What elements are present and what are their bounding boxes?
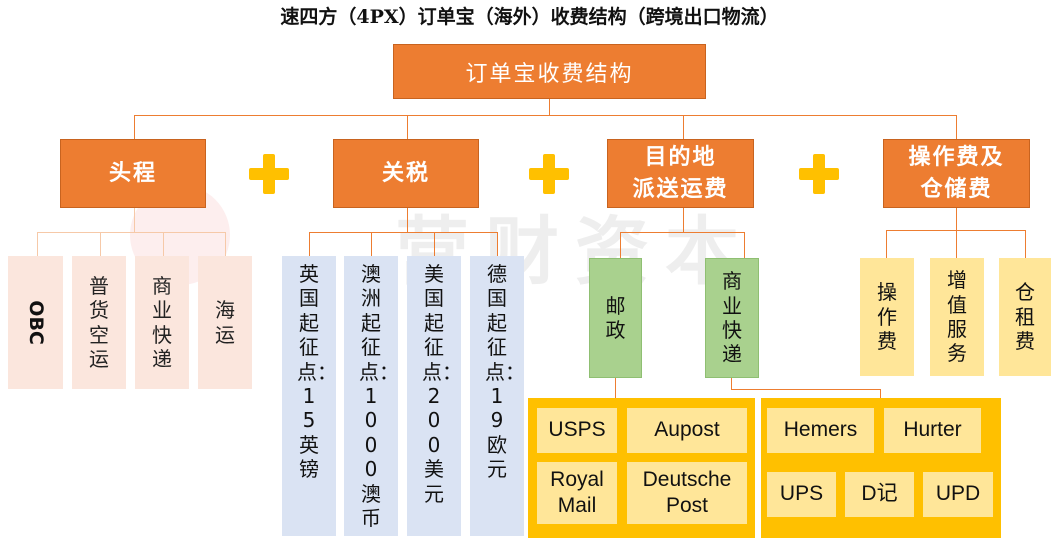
connector-ops-2 (956, 230, 957, 258)
carrier-royal-mail: Royal Mail (537, 462, 617, 524)
connector-head-horizontal (37, 232, 225, 233)
head-item-air-freight-label: 普货空运 (89, 273, 109, 371)
ops-item-operation-fee-label: 操作费 (877, 280, 897, 354)
connector-cat3 (683, 115, 684, 139)
carrier-deutsche-post: Deutsche Post (627, 462, 747, 524)
connector-express-carriers-h (731, 389, 881, 390)
carrier-hurter: Hurter (884, 408, 981, 453)
carrier-upd: UPD (923, 472, 993, 517)
connector-main-horizontal (134, 115, 956, 116)
connector-head-1 (37, 232, 38, 256)
head-item-express: 商业快递 (135, 256, 189, 389)
plus-icon (249, 154, 289, 194)
ops-item-value-added: 增值服务 (930, 258, 984, 376)
tariff-item-germany-label: 德国起征点：19欧元 (485, 262, 525, 482)
connector-tariff-1 (309, 232, 310, 256)
connector-postal-carriers (615, 378, 616, 398)
plus-icon (529, 154, 569, 194)
connector-tariff-down (407, 208, 408, 232)
carrier-aupost: Aupost (627, 408, 747, 453)
category-operation-storage: 操作费及 仓储费 (883, 139, 1030, 208)
carrier-hemers: Hemers (767, 408, 874, 453)
tariff-item-australia: 澳洲起征点：1000澳币 (344, 256, 399, 536)
connector-express-carriers-v (731, 378, 732, 389)
head-item-sea-freight-label: 海运 (215, 298, 235, 347)
connector-root-down (549, 99, 550, 115)
tariff-item-us: 美国起征点：200美元 (407, 256, 462, 536)
connector-delivery-horizontal (620, 232, 744, 233)
connector-cat4 (956, 115, 957, 139)
ops-item-storage-rent-label: 仓租费 (1015, 280, 1035, 354)
connector-cat1 (134, 115, 135, 139)
connector-head-down (134, 208, 135, 232)
tariff-item-uk-label: 英国起征点：15英镑 (297, 262, 337, 482)
delivery-item-postal-label: 邮政 (605, 293, 626, 342)
connector-delivery-2 (744, 232, 745, 258)
connector-express-carriers-v2 (880, 389, 881, 398)
ops-item-operation-fee: 操作费 (860, 258, 914, 376)
head-item-express-label: 商业快递 (152, 273, 172, 371)
head-item-obc: OBC (8, 256, 63, 389)
connector-delivery-down (683, 208, 684, 232)
connector-head-2 (100, 232, 101, 256)
head-item-sea-freight: 海运 (198, 256, 252, 389)
connector-delivery-1 (620, 232, 621, 258)
tariff-item-germany: 德国起征点：19欧元 (470, 256, 525, 536)
connector-tariff-3 (434, 232, 435, 256)
carrier-usps: USPS (537, 408, 617, 453)
connector-tariff-4 (497, 232, 498, 256)
tariff-item-uk: 英国起征点：15英镑 (282, 256, 337, 536)
category-destination-delivery: 目的地 派送运费 (607, 139, 754, 208)
connector-tariff-horizontal (309, 232, 498, 233)
tariff-item-australia-label: 澳洲起征点：1000澳币 (359, 262, 399, 530)
delivery-item-postal: 邮政 (589, 258, 642, 378)
root-node: 订单宝收费结构 (393, 44, 706, 99)
connector-ops-3 (1025, 230, 1026, 258)
connector-ops-down (956, 208, 957, 230)
ops-item-storage-rent: 仓租费 (999, 258, 1051, 376)
delivery-item-express-label: 商业快递 (722, 269, 742, 367)
connector-cat2 (407, 115, 408, 139)
carrier-d-ji: D记 (845, 472, 914, 517)
ops-item-value-added-label: 增值服务 (947, 268, 967, 366)
connector-head-3 (163, 232, 164, 256)
connector-ops-1 (886, 230, 887, 258)
carrier-ups: UPS (767, 472, 836, 517)
connector-head-4 (225, 232, 226, 256)
delivery-item-express: 商业快递 (705, 258, 759, 378)
diagram-title: 速四方（4PX）订单宝（海外）收费结构（跨境出口物流） (280, 6, 779, 28)
head-item-air-freight: 普货空运 (72, 256, 126, 389)
tariff-item-us-label: 美国起征点：200美元 (422, 262, 462, 506)
plus-icon (799, 154, 839, 194)
category-head-freight: 头程 (60, 139, 206, 208)
category-tariff: 关税 (333, 139, 479, 208)
connector-tariff-2 (371, 232, 372, 256)
